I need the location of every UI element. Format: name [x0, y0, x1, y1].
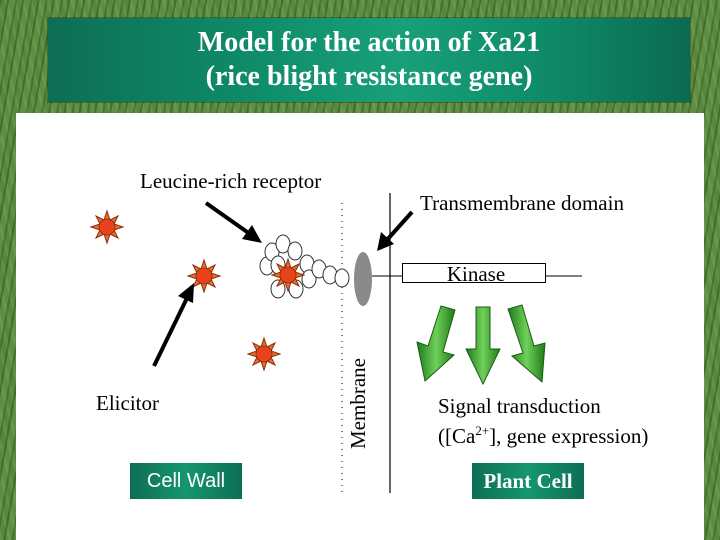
- signal-arrow-left: [416, 305, 456, 382]
- calcium-charge: 2+: [475, 423, 490, 438]
- transmembrane-arrow: [377, 210, 414, 251]
- signal-arrow-right: [507, 304, 546, 384]
- leucine-rich-repeats: [259, 234, 350, 299]
- title-line-1: Model for the action of Xa21: [197, 27, 541, 58]
- receptor-arrow: [204, 201, 262, 243]
- transmembrane-domain: [354, 252, 372, 306]
- kinase-box: Kinase: [402, 263, 546, 285]
- signal-detail-pre: ([Ca: [438, 424, 476, 448]
- receptor-label: Leucine-rich receptor: [140, 169, 322, 193]
- elicitor-star-3: [247, 337, 281, 371]
- elicitor-star-1: [90, 210, 124, 244]
- elicitor-arrow: [152, 283, 194, 367]
- signal-arrow-center: [465, 306, 501, 386]
- signal-transduction-label: Signal transduction: [438, 394, 601, 418]
- signal-detail-label: ([Ca2+], gene expression): [438, 423, 648, 449]
- signal-detail-post: ], gene expression): [489, 424, 649, 448]
- elicitor-star-bound: [271, 258, 305, 292]
- elicitor-label: Elicitor: [96, 391, 159, 415]
- title-line-2: (rice blight resistance gene): [205, 61, 533, 92]
- transmembrane-label: Transmembrane domain: [420, 191, 624, 215]
- diagram-canvas: [90, 193, 582, 493]
- cell-wall-label: Cell Wall: [130, 463, 242, 499]
- membrane-label: Membrane: [346, 358, 370, 449]
- title-bar: Model for the action of Xa21 (rice bligh…: [48, 18, 690, 102]
- plant-cell-label: Plant Cell: [472, 463, 584, 499]
- diagram-panel: Leucine-rich receptor Transmembrane doma…: [16, 113, 704, 540]
